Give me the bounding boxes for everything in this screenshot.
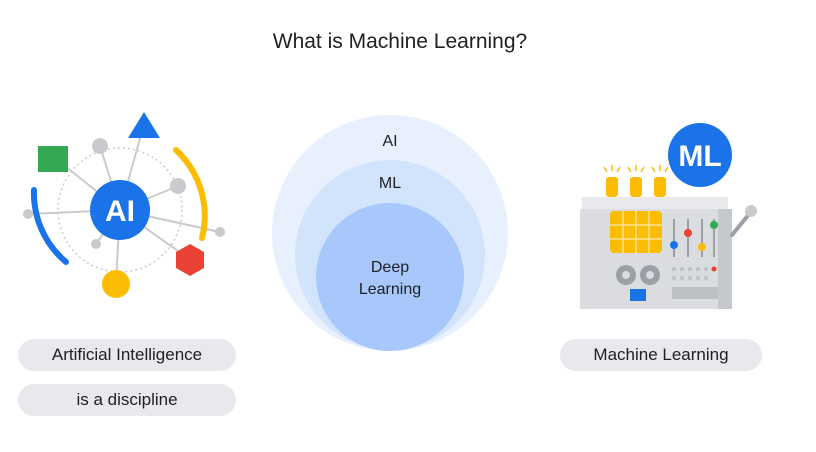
deep-learning-circle bbox=[316, 203, 464, 351]
dot-grid bbox=[672, 267, 708, 280]
orbit-ring bbox=[57, 147, 183, 273]
bulb-icon bbox=[606, 177, 618, 197]
slider-knob-red bbox=[684, 229, 692, 237]
artificial-intelligence-caption: Artificial Intelligence bbox=[18, 339, 236, 371]
output-slot bbox=[672, 287, 718, 299]
node-dot bbox=[170, 178, 186, 194]
page-title: What is Machine Learning? bbox=[272, 30, 528, 53]
node-dot bbox=[91, 239, 101, 249]
ai-illustration: AI bbox=[23, 112, 225, 298]
deep-learning-label-line2: Learning bbox=[359, 281, 421, 298]
slider-knob-green bbox=[710, 221, 718, 229]
ai-badge-label: AI bbox=[105, 195, 135, 228]
yellow-circle-icon bbox=[102, 270, 130, 298]
bulbs bbox=[603, 165, 669, 197]
venn-diagram: AI ML Deep Learning bbox=[272, 115, 508, 351]
ai-badge bbox=[90, 180, 150, 240]
yellow-arc bbox=[173, 147, 208, 241]
lever-knob bbox=[745, 205, 757, 217]
green-square-icon bbox=[38, 146, 68, 172]
slider-knob-blue bbox=[670, 241, 678, 249]
bulb-icon bbox=[630, 177, 642, 197]
blue-triangle-icon bbox=[128, 112, 160, 138]
deep-learning-label-line1: Deep bbox=[371, 259, 409, 276]
lever bbox=[730, 211, 752, 237]
ml-badge bbox=[668, 123, 732, 187]
red-hexagon-icon bbox=[176, 244, 204, 276]
node-dot bbox=[92, 138, 108, 154]
blue-arc bbox=[30, 187, 69, 265]
ml-circle-label: ML bbox=[379, 175, 401, 192]
discipline-caption: is a discipline bbox=[18, 384, 236, 416]
slider-knob-yellow bbox=[698, 243, 706, 251]
machine-side bbox=[718, 209, 732, 309]
machine-top bbox=[582, 197, 728, 211]
ml-machine-illustration: ML bbox=[580, 123, 757, 309]
ml-badge-label: ML bbox=[678, 140, 721, 173]
indicator-red bbox=[711, 266, 717, 272]
ai-circle-label: AI bbox=[382, 133, 397, 150]
blue-block bbox=[630, 289, 646, 301]
node-dot bbox=[23, 209, 33, 219]
bulb-icon bbox=[654, 177, 666, 197]
node-dot bbox=[215, 227, 225, 237]
machine-learning-caption: Machine Learning bbox=[560, 339, 762, 371]
